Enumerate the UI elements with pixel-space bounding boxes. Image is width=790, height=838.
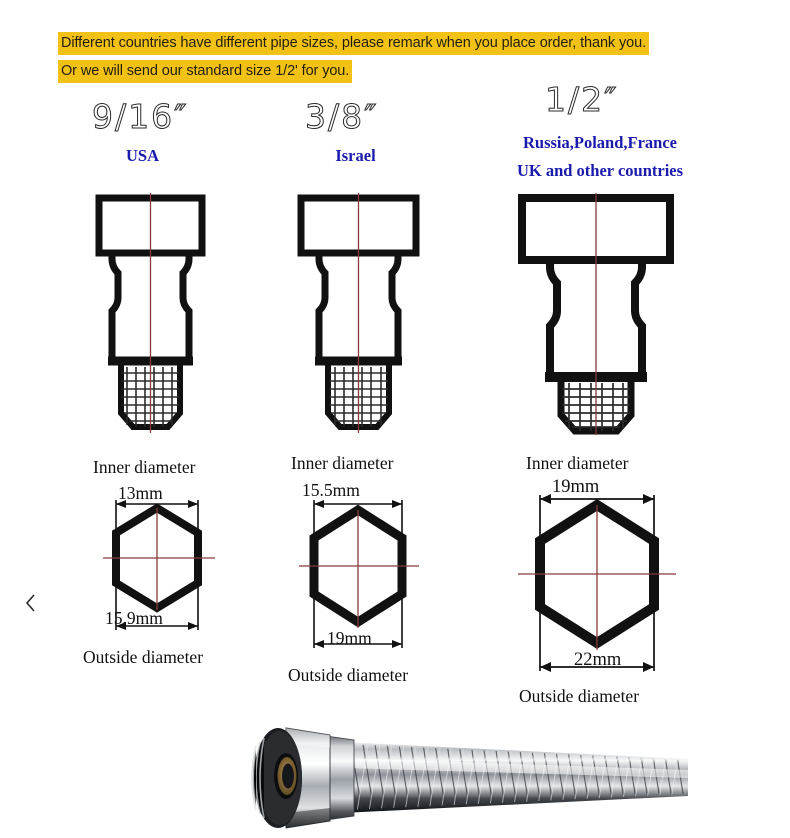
inner-diameter-caption-col2: Inner diameter	[291, 453, 394, 473]
outside-diameter-caption-col2: Outside diameter	[288, 665, 409, 685]
notice-banner: Different countries have different pipe …	[58, 32, 734, 83]
country-label-col1: USA	[125, 146, 159, 165]
outside-diameter-caption-col1: Outside diameter	[83, 647, 204, 667]
connector-diagram-col1	[95, 193, 206, 433]
size-label-col2: 3/8″	[304, 97, 379, 137]
product-photo-braided-hose	[251, 727, 688, 829]
notice-line-2: Or we will send our standard size 1/2' f…	[58, 60, 353, 83]
size-label-col3: 1/2″	[544, 80, 619, 120]
country-label-col2: Israel	[335, 146, 376, 165]
inner-diameter-value-col1: 13mm	[118, 483, 163, 503]
cursor-artifact	[25, 594, 35, 612]
inner-diameter-caption-col1: Inner diameter	[93, 457, 196, 477]
outside-diameter-value-col2: 19mm	[327, 628, 372, 648]
outside-diameter-value-col1: 15.9mm	[105, 608, 163, 628]
inner-diameter-value-col3: 19mm	[552, 477, 600, 497]
country-label-col3-line1: Russia,Poland,France	[522, 133, 677, 152]
outside-diameter-value-col3: 22mm	[574, 650, 622, 670]
connector-diagram-col3	[518, 193, 674, 435]
inner-diameter-caption-col3: Inner diameter	[526, 453, 629, 473]
inner-diameter-value-col2: 15.5mm	[302, 480, 360, 500]
hexagon-diagram-col2	[299, 500, 419, 648]
hexagon-diagram-col3	[518, 494, 676, 672]
hexagon-diagram-col1	[103, 500, 215, 630]
country-label-col3-line2: UK and other countries	[516, 161, 684, 180]
size-label-col1: 9/16″	[91, 97, 189, 137]
connector-diagram-col2	[297, 193, 420, 433]
notice-line-1: Different countries have different pipe …	[58, 32, 650, 55]
outside-diameter-caption-col3: Outside diameter	[519, 686, 640, 706]
